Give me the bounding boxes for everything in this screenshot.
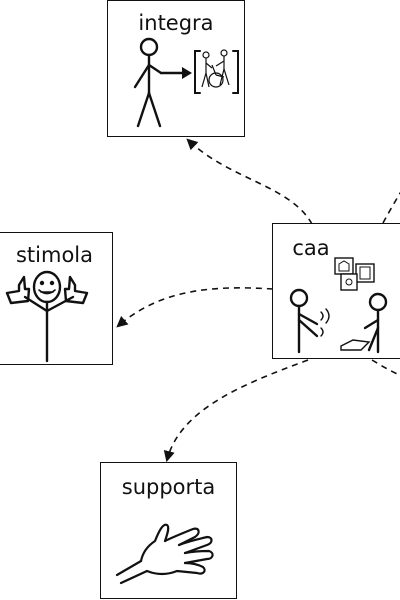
node-supporta: supporta bbox=[100, 462, 237, 599]
edge-caa-lower-right bbox=[371, 359, 400, 377]
node-label-integra: integra bbox=[138, 11, 214, 35]
communication-people-icon bbox=[289, 257, 388, 354]
node-integra: integra bbox=[107, 0, 245, 137]
edge-caa-to-supporta bbox=[163, 359, 309, 463]
person-integrating-icon bbox=[133, 37, 239, 128]
node-label-supporta: supporta bbox=[121, 475, 216, 499]
thumbs-up-person-icon bbox=[5, 270, 89, 363]
edge-caa-to-integra bbox=[186, 138, 313, 225]
node-label-stimola: stimola bbox=[15, 243, 94, 267]
edge-caa-upper-right bbox=[382, 191, 400, 224]
node-stimola: stimola bbox=[0, 232, 113, 365]
edge-caa-to-stimola bbox=[116, 287, 274, 328]
node-caa: caa bbox=[272, 223, 400, 359]
node-label-caa: caa bbox=[292, 236, 330, 260]
supporting-hand-icon bbox=[115, 523, 214, 585]
